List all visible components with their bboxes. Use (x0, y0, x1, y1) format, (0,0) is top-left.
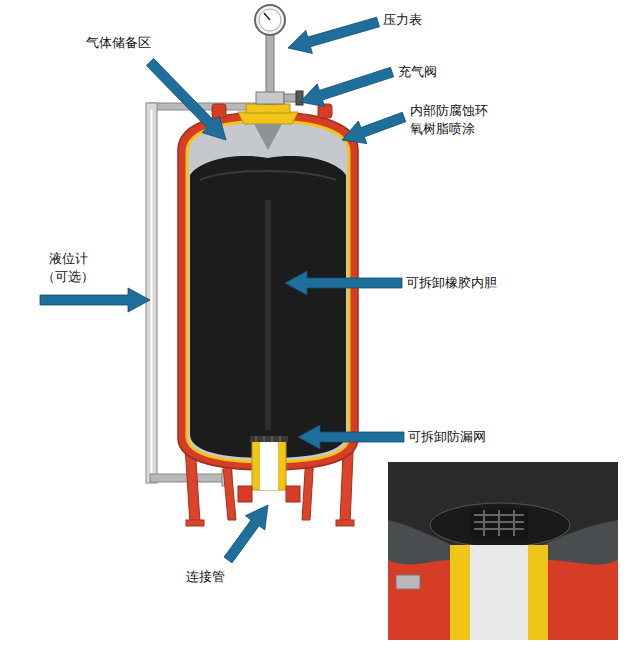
top-flange (212, 104, 332, 150)
detail-inset (388, 462, 618, 640)
part-label: 内部防腐蚀环 氧树脂喷涂 (410, 102, 494, 138)
outlet-pipe (238, 436, 300, 502)
part-label: 充气阀 (398, 63, 437, 81)
pressure-gauge (255, 5, 303, 105)
tank-body (178, 112, 358, 470)
part-label: 连接管 (186, 568, 225, 586)
part-label: 气体储备区 (86, 34, 151, 52)
part-label: 压力表 (383, 11, 422, 29)
part-label: 液位计 （可选） (36, 250, 100, 286)
part-label: 可拆卸橡胶内胆 (406, 274, 497, 292)
part-label: 可拆卸防漏网 (408, 428, 486, 446)
callout-arrows (40, 17, 406, 563)
